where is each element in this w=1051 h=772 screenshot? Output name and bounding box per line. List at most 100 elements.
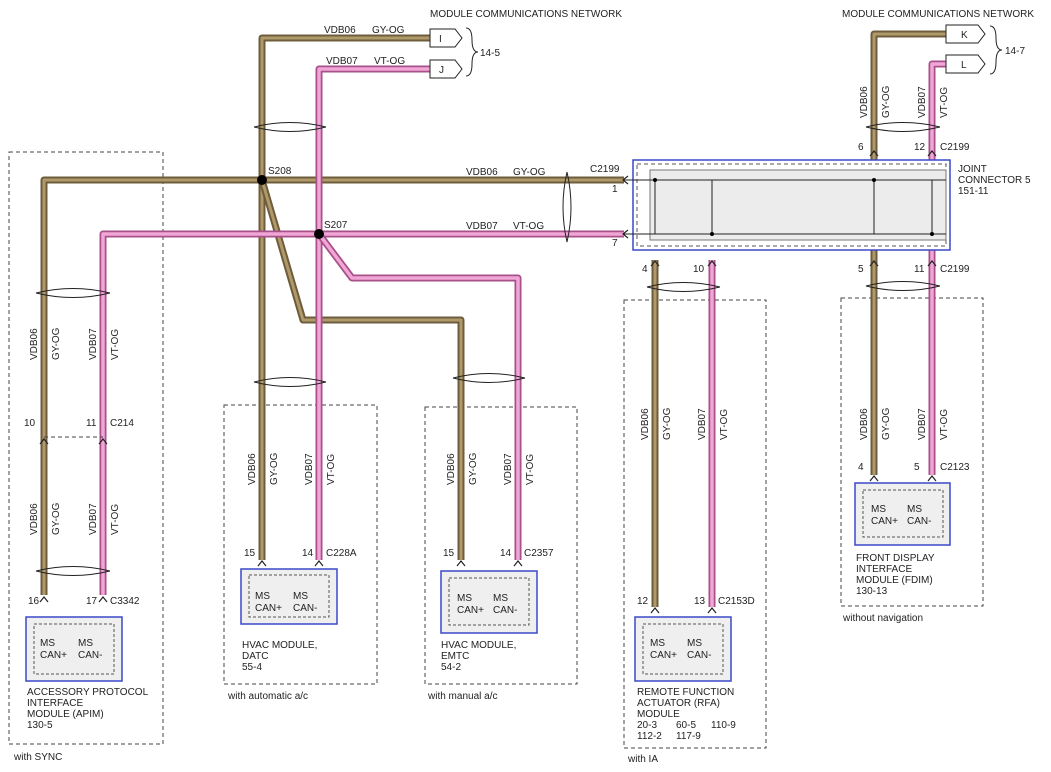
svg-text:GY-OG: GY-OG [269,452,280,485]
fdim-pin-a: 4 [858,462,864,473]
svg-text:VDB06: VDB06 [859,86,870,118]
fdim-option-box [840,297,984,607]
svg-text:GY-OG: GY-OG [881,85,892,118]
flag-i-label: I [439,34,442,45]
svg-text:VT-OG: VT-OG [939,87,950,118]
emtc-pin-b: 14 [500,548,512,559]
rfa-pin-b: 13 [694,596,706,607]
rfa-pin-a: 12 [637,596,649,607]
brace-left [465,27,479,77]
jc-pin-7: 7 [612,238,618,249]
flag-l: L [945,54,986,74]
datc-pin-b: 14 [302,548,314,559]
svg-text:MS: MS [871,504,886,515]
jc-pin-4: 4 [642,264,648,275]
svg-text:VDB07: VDB07 [503,453,514,485]
rfa-name-2: ACTUATOR (RFA) [637,698,720,709]
svg-text:GY-OG: GY-OG [468,452,479,485]
datc-connector: C228A [326,548,357,559]
label-gyog-bus: GY-OG [513,167,546,178]
svg-text:VT-OG: VT-OG [326,454,337,485]
svg-text:CAN+: CAN+ [457,605,484,616]
svg-text:VT-OG: VT-OG [110,329,121,360]
apim-mid-connector: C214 [110,418,134,429]
emtc-option: with manual a/c [427,691,497,702]
rfa-option-box [623,299,767,749]
label-vdb06-bus: VDB06 [466,167,498,178]
svg-text:VDB06: VDB06 [640,408,651,440]
wire-vdb07-vt-og [99,60,946,607]
apim-name-1: ACCESSORY PROTOCOL [27,687,149,698]
apim-module: MS CAN+ MS CAN- [25,616,123,682]
rfa-ref-1: 20-3 [637,720,657,731]
svg-text:VDB07: VDB07 [88,503,99,535]
rfa-name-1: REMOTE FUNCTION [637,687,734,698]
vertical-wire-labels: VDB06 GY-OG VDB07 VT-OG VDB06 GY-OG VDB0… [29,85,950,535]
label-c2199-top: C2199 [940,142,970,153]
jc-pin-10: 10 [693,264,705,275]
svg-text:VDB06: VDB06 [247,453,258,485]
fdim-name-2: INTERFACE [856,564,912,575]
wire-vdb06-gy-og [40,30,946,607]
label-vdb07-top: VDB07 [326,56,358,67]
apim-pin-b: 17 [86,596,98,607]
network-label-right: MODULE COMMUNICATIONS NETWORK [842,9,1034,20]
flag-k-label: K [961,30,968,41]
jc-pin-6: 6 [858,142,864,153]
svg-text:MS: MS [78,638,93,649]
apim-option: with SYNC [13,752,62,763]
svg-text:VT-OG: VT-OG [110,504,121,535]
joint-connector-5 [624,159,951,251]
jc-name-2: CONNECTOR 5 [958,175,1031,186]
svg-text:GY-OG: GY-OG [51,502,62,535]
svg-text:VDB06: VDB06 [859,408,870,440]
datc-module: MS CAN+ MS CAN- [240,568,338,625]
ref-14-5: 14-5 [480,48,500,59]
pin-arrow-markers [39,150,937,614]
fdim-option: without navigation [842,613,923,624]
jc-pin-12: 12 [914,142,926,153]
apim-mid-pin-b: 11 [86,418,97,429]
svg-text:CAN-: CAN- [687,650,711,661]
svg-text:VDB07: VDB07 [697,408,708,440]
fdim-connector: C2123 [940,462,970,473]
rfa-name-3: MODULE [637,709,680,720]
svg-text:CAN-: CAN- [78,650,102,661]
rfa-ref-3: 110-9 [711,720,736,731]
fdim-name-3: MODULE (FDIM) [856,575,933,586]
apim-name-3: MODULE (APIM) [27,709,104,720]
label-c2199-left: C2199 [590,164,620,175]
svg-text:CAN-: CAN- [293,603,317,614]
rfa-ref-2: 60-5 [676,720,696,731]
emtc-module: MS CAN+ MS CAN- [440,570,538,634]
svg-text:GY-OG: GY-OG [662,407,673,440]
svg-text:CAN+: CAN+ [871,516,898,527]
svg-text:CAN+: CAN+ [255,603,282,614]
svg-text:GY-OG: GY-OG [881,407,892,440]
splice-s208 [257,175,267,185]
svg-text:CAN-: CAN- [907,516,931,527]
apim-pin-a: 16 [28,596,40,607]
emtc-option-box [424,406,578,685]
svg-text:VDB07: VDB07 [917,408,928,440]
apim-option-box [8,151,164,745]
datc-pin-a: 15 [244,548,256,559]
apim-name-2: INTERFACE [27,698,83,709]
svg-text:MS: MS [293,591,308,602]
svg-text:VT-OG: VT-OG [939,409,950,440]
rfa-connector: C2153D [718,596,755,607]
svg-text:CAN-: CAN- [493,605,517,616]
svg-text:MS: MS [907,504,922,515]
emtc-name-1: HVAC MODULE, [441,640,516,651]
flag-l-label: L [961,60,967,71]
flag-j-label: J [439,65,444,76]
svg-text:VDB07: VDB07 [88,328,99,360]
fdim-module: MS CAN+ MS CAN- [854,482,951,546]
rfa-module: MS CAN+ MS CAN- [634,616,732,682]
datc-option-box [223,404,378,685]
fdim-ref: 130-13 [856,586,888,597]
fdim-name-1: FRONT DISPLAY [856,553,935,564]
svg-text:VDB06: VDB06 [29,503,40,535]
